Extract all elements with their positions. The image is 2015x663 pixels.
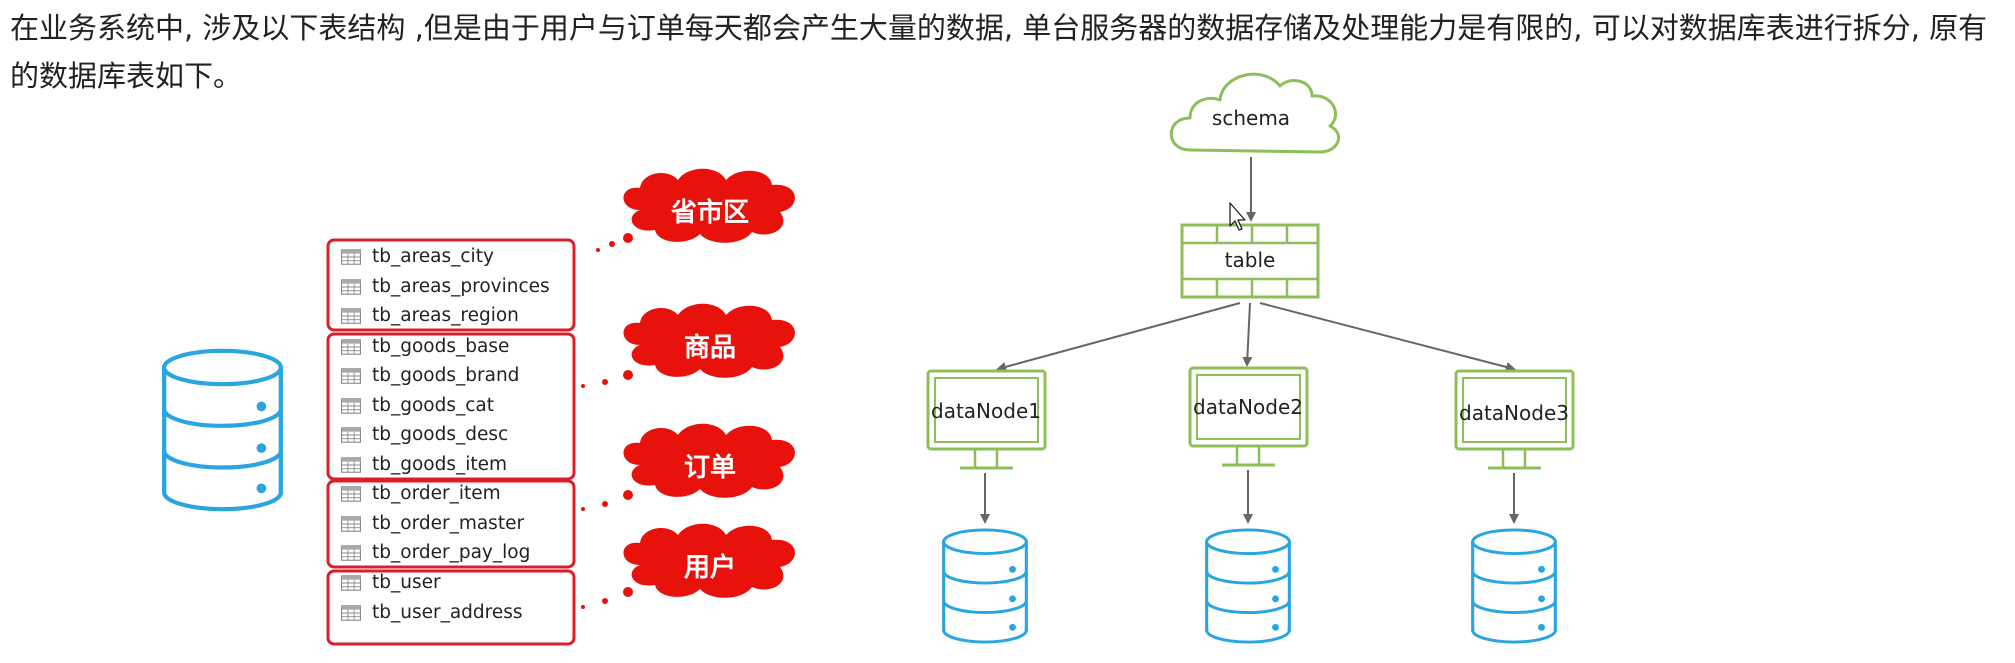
cloud-icon — [623, 168, 795, 243]
group-label-cloud-orders: 订单 — [581, 423, 795, 511]
table-row: tb_goods_brand — [341, 365, 519, 386]
database-icon — [942, 528, 1028, 644]
table-label: table — [1225, 248, 1276, 272]
schema-label: schema — [1212, 106, 1290, 130]
table-name: tb_order_pay_log — [372, 542, 530, 563]
table-to-node3-arrow — [1259, 302, 1516, 372]
database-icon — [164, 351, 281, 509]
table-row: tb_areas_city — [341, 246, 494, 267]
table-name: tb_areas_region — [372, 305, 519, 326]
table-row: tb_user — [341, 572, 441, 593]
data-node-label: dataNode1 — [931, 399, 1041, 423]
mouse-cursor-icon — [1229, 202, 1246, 231]
table-group-orders — [326, 479, 576, 569]
table-to-node2-arrow — [1242, 302, 1253, 367]
table-grid: table — [1180, 223, 1320, 299]
table-row: tb_goods_item — [341, 454, 507, 475]
table-grid-icon — [341, 368, 361, 384]
table-grid-icon — [341, 308, 361, 324]
table-group-areas — [326, 238, 576, 332]
cloud-icon — [623, 423, 795, 498]
database-icon — [1205, 528, 1291, 644]
table-row: tb_order_item — [341, 483, 501, 504]
table-grid-icon — [341, 279, 361, 295]
table-grid-icon — [341, 249, 361, 265]
table-group-goods — [326, 332, 576, 481]
table-name: tb_goods_base — [372, 336, 509, 357]
table-grid-icon — [341, 545, 361, 561]
monitor-icon — [960, 449, 1013, 470]
group-label-cloud-goods: 商品 — [581, 303, 795, 388]
table-row: tb_goods_base — [341, 336, 509, 357]
table-row: tb_goods_cat — [341, 395, 494, 416]
table-row: tb_goods_desc — [341, 424, 508, 445]
table-name: tb_goods_brand — [372, 365, 519, 386]
table-row: tb_order_pay_log — [341, 542, 530, 563]
table-name: tb_goods_cat — [372, 395, 494, 416]
table-row: tb_user_address — [341, 602, 523, 623]
cloud-icon — [623, 303, 795, 378]
group-label: 商品 — [684, 332, 736, 363]
monitor-icon — [1222, 446, 1275, 467]
table-grid-icon — [341, 486, 361, 502]
cloud-icon — [623, 523, 795, 598]
table-name: tb_order_master — [372, 513, 524, 534]
table-name: tb_areas_city — [372, 246, 494, 267]
table-grid-icon — [341, 398, 361, 414]
table-row: tb_order_master — [341, 513, 524, 534]
database-icon — [1471, 528, 1557, 644]
table-grid-icon — [341, 605, 361, 621]
table-grid-icon — [341, 575, 361, 591]
table-name: tb_goods_item — [372, 454, 507, 475]
table-grid-icon — [341, 339, 361, 355]
table-name: tb_areas_provinces — [372, 276, 550, 297]
cloud-icon — [1169, 72, 1341, 154]
table-grid-icon — [341, 457, 361, 473]
data-node-label: dataNode3 — [1459, 401, 1569, 425]
group-label: 省市区 — [670, 197, 749, 228]
group-label: 订单 — [684, 453, 736, 483]
data-node-label: dataNode2 — [1193, 395, 1303, 419]
monitor-icon — [1488, 449, 1541, 470]
data-node-3: dataNode3 — [1454, 369, 1575, 470]
table-grid-icon — [341, 427, 361, 443]
table-row: tb_areas_region — [341, 305, 519, 326]
data-node-1: dataNode1 — [926, 369, 1047, 470]
table-grid-icon — [341, 516, 361, 532]
intro-paragraph: 在业务系统中, 涉及以下表结构 ,但是由于用户与订单每天都会产生大量的数据, 单… — [10, 11, 1988, 93]
table-name: tb_user — [372, 572, 441, 593]
table-to-node1-arrow — [996, 302, 1241, 372]
table-row: tb_areas_provinces — [341, 276, 550, 297]
schema-cloud: schema — [1169, 72, 1341, 154]
group-label-cloud-areas: 省市区 — [596, 168, 795, 252]
group-label-cloud-users: 用户 — [581, 523, 795, 609]
table-name: tb_order_item — [372, 483, 501, 504]
group-label: 用户 — [684, 552, 736, 583]
table-name: tb_goods_desc — [372, 424, 508, 445]
table-group-users — [326, 569, 576, 646]
table-name: tb_user_address — [372, 602, 523, 623]
data-node-2: dataNode2 — [1188, 366, 1309, 467]
